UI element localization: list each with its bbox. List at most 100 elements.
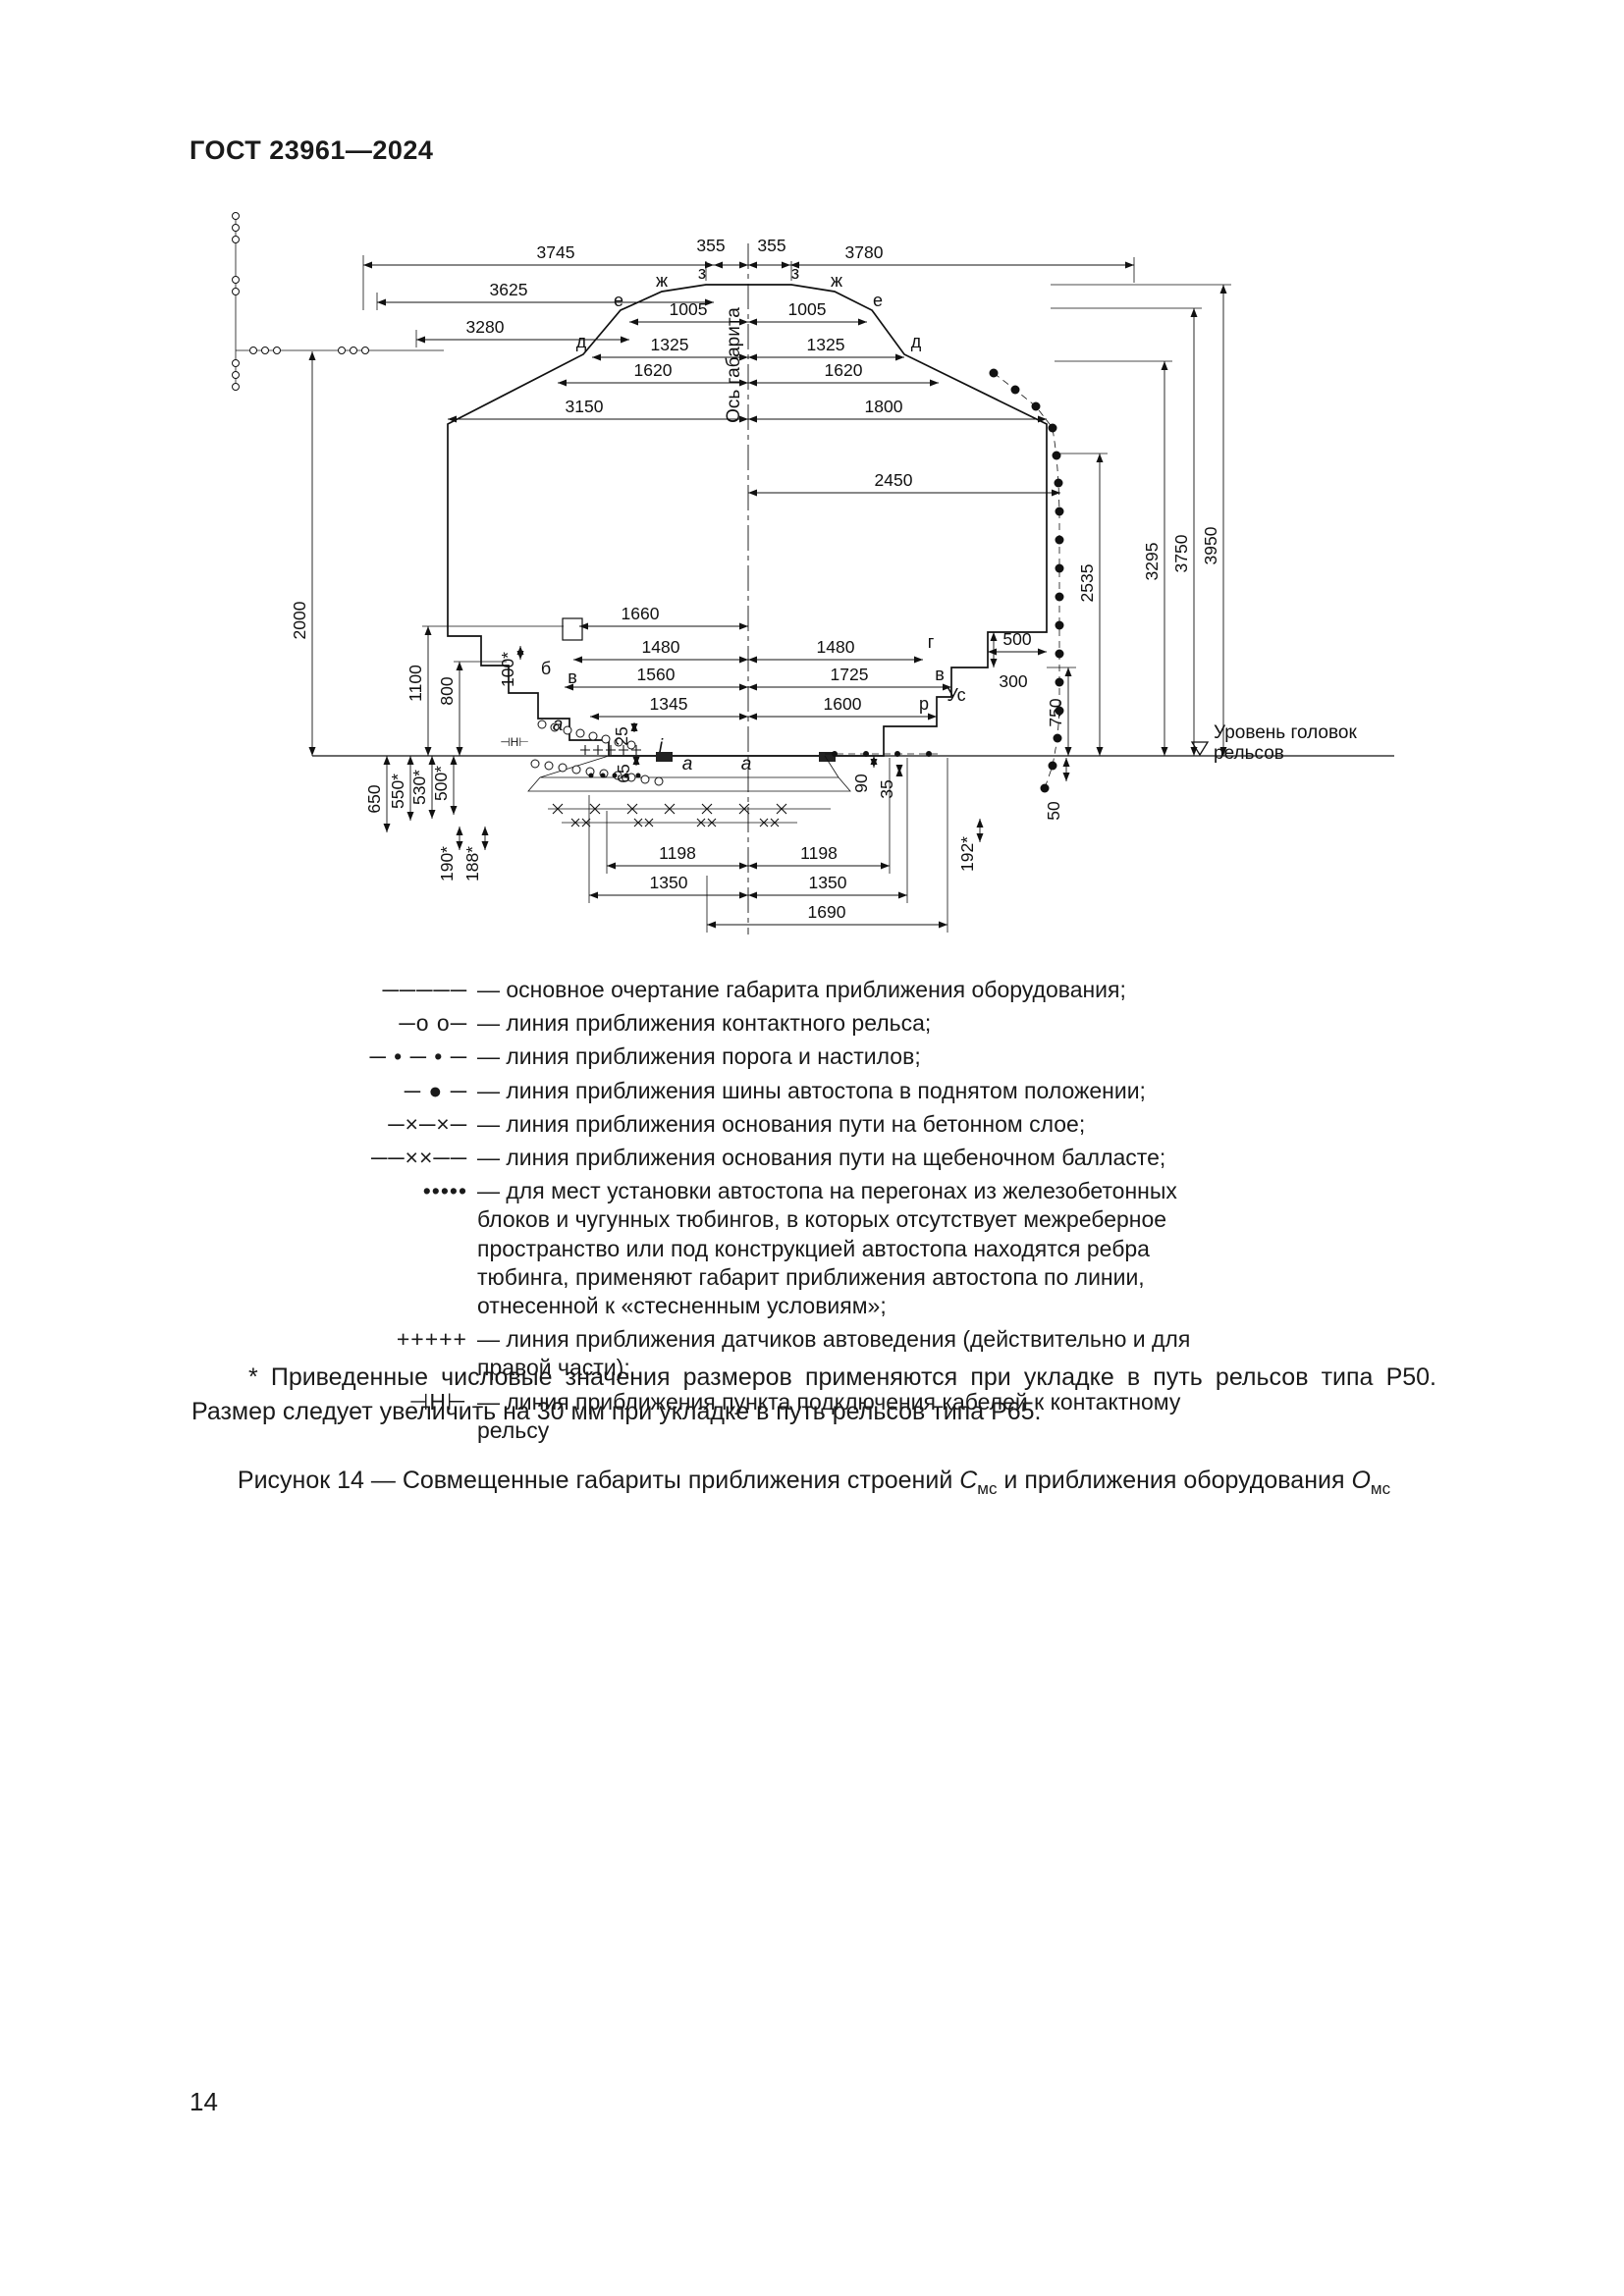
- rail-right: [819, 752, 836, 762]
- dimension-label: 1350: [809, 873, 847, 892]
- point-label: з: [698, 263, 706, 283]
- point-label: а: [741, 754, 752, 774]
- dimension-label: 2000: [290, 601, 309, 639]
- sill-line-dot: [1055, 535, 1064, 545]
- dimension-label: 1725: [831, 665, 869, 684]
- autostop-shoe-dot: [926, 751, 932, 757]
- contact-rail-circle: [232, 212, 240, 220]
- point-label: б: [541, 659, 551, 678]
- contact-rail-circle: [249, 347, 257, 354]
- legend-symbol-autostop: ─ ● ─: [404, 1077, 467, 1103]
- x-mark: [581, 818, 591, 828]
- clearance-outline: [447, 284, 1048, 757]
- dimension-label: 1600: [824, 694, 862, 714]
- point-label: ж: [656, 271, 668, 291]
- legend-text: — основное очертание габарита приближени…: [477, 977, 1126, 1002]
- contact-rail-circle: [537, 720, 547, 729]
- contact-rail-circle: [550, 722, 560, 732]
- dimension-label: 1100: [406, 665, 425, 702]
- contact-rail-circle: [232, 383, 240, 391]
- legend-symbol-contact-rail: ─о о─: [399, 1010, 467, 1037]
- dimension-label: 800: [437, 676, 457, 705]
- point-label: е: [873, 291, 883, 310]
- dimension-label: 1690: [808, 902, 846, 922]
- legend-text: — линия приближения основания пути на бе…: [477, 1110, 1086, 1137]
- sill-line-dot: [1055, 677, 1064, 687]
- sill-line-dot: [1055, 706, 1064, 716]
- dimension-label: 1620: [634, 360, 673, 380]
- dimension-label: 3625: [490, 280, 528, 299]
- legend-symbol-cables: ⊣H⊢: [408, 1388, 467, 1415]
- contact-rail-circle: [640, 774, 650, 784]
- dimension-label: 550*: [388, 774, 407, 809]
- point-label: а: [682, 754, 693, 774]
- dimension-label: 1198: [800, 843, 838, 863]
- dimension-label: 3295: [1142, 543, 1162, 581]
- dimension-label: 190*: [437, 846, 457, 881]
- contact-rail-circle: [530, 759, 540, 769]
- dimension-label: 650: [364, 784, 384, 813]
- contact-rail-circle: [350, 347, 357, 354]
- contact-rail-circle: [544, 761, 554, 771]
- legend-symbol-sensors: +++++: [396, 1326, 467, 1353]
- constrained-zone-dot: [600, 773, 606, 778]
- point-label: р: [919, 694, 929, 714]
- sill-line-dot: [1048, 423, 1057, 433]
- constrained-zone-dot: [623, 773, 629, 778]
- contact-rail-circle: [571, 765, 581, 774]
- sill-line-dot: [1031, 401, 1041, 411]
- figure-caption: Рисунок 14 — Совмещенные габариты прибли…: [191, 1467, 1436, 1499]
- x-mark: [759, 818, 769, 828]
- dimension-label: 3950: [1201, 526, 1220, 564]
- dimension-label: 35: [877, 779, 896, 798]
- sill-approach-line: [993, 372, 1060, 789]
- dimension-label: 300: [999, 671, 1027, 691]
- sill-line-dot: [1053, 733, 1062, 743]
- sill-line-dot: [1040, 783, 1050, 793]
- legend-item: ──××──— линия приближения основания пути…: [263, 1144, 1211, 1172]
- x-mark: [633, 818, 643, 828]
- dimension-label: 2450: [875, 470, 913, 490]
- contact-rail-circle: [273, 347, 281, 354]
- dimension-label: 1350: [650, 873, 688, 892]
- contact-rail-circle: [563, 725, 572, 735]
- contact-rail-circle: [626, 740, 636, 750]
- contact-rail-circle: [232, 288, 240, 295]
- x-mark: [589, 803, 601, 815]
- gauge-axis-label: Ось габарита: [724, 307, 744, 423]
- dimension-label: 3745: [537, 242, 575, 262]
- contact-rail-circle: [338, 347, 346, 354]
- contact-rail-circle: [232, 236, 240, 243]
- legend-text: — линия приближения шины автостопа в под…: [477, 1077, 1146, 1103]
- point-label: ⊣H⊢: [500, 735, 529, 749]
- sill-line-dot: [1052, 451, 1061, 460]
- autostop-shoe-dot: [863, 751, 869, 757]
- plus-mark: [631, 745, 641, 755]
- contact-rail-circle: [232, 371, 240, 379]
- plus-mark: [580, 745, 590, 755]
- x-mark: [570, 818, 580, 828]
- dimension-label: 192*: [957, 836, 977, 872]
- legend-symbol-sill: ─ • ─ • ─: [369, 1043, 467, 1070]
- dimension-label: 1325: [807, 335, 845, 354]
- legend-item: ─ ● ─ — линия приближения шины автостопа …: [263, 1077, 1211, 1105]
- clearance-diagram: Ось габарита Уровень головок рельсов 374…: [232, 212, 1394, 934]
- fixture-box: [562, 617, 583, 641]
- footnote: * Приведенные числовые значения размеров…: [191, 1363, 1436, 1425]
- sill-line-dot: [1048, 761, 1057, 771]
- dimension-label: 1345: [650, 694, 688, 714]
- legend-item: ⊣H⊢— линия приближения пункта подключени…: [263, 1388, 1211, 1445]
- legend-item: ─────— основное очертание габарита прибл…: [263, 976, 1211, 1004]
- point-label: д: [576, 332, 587, 351]
- legend-item: •••••— для мест установки автостопа на п…: [263, 1177, 1211, 1320]
- x-mark: [664, 803, 676, 815]
- contact-rail-circle: [558, 763, 568, 773]
- point-label: а: [553, 715, 564, 735]
- constrained-zone-dot: [635, 773, 641, 778]
- plus-mark: [606, 745, 616, 755]
- dimension-label: 500*: [431, 766, 451, 801]
- diagram-decorations: [232, 212, 1064, 828]
- sill-line-dot: [1055, 563, 1064, 573]
- dimension-label: 750: [1046, 698, 1065, 726]
